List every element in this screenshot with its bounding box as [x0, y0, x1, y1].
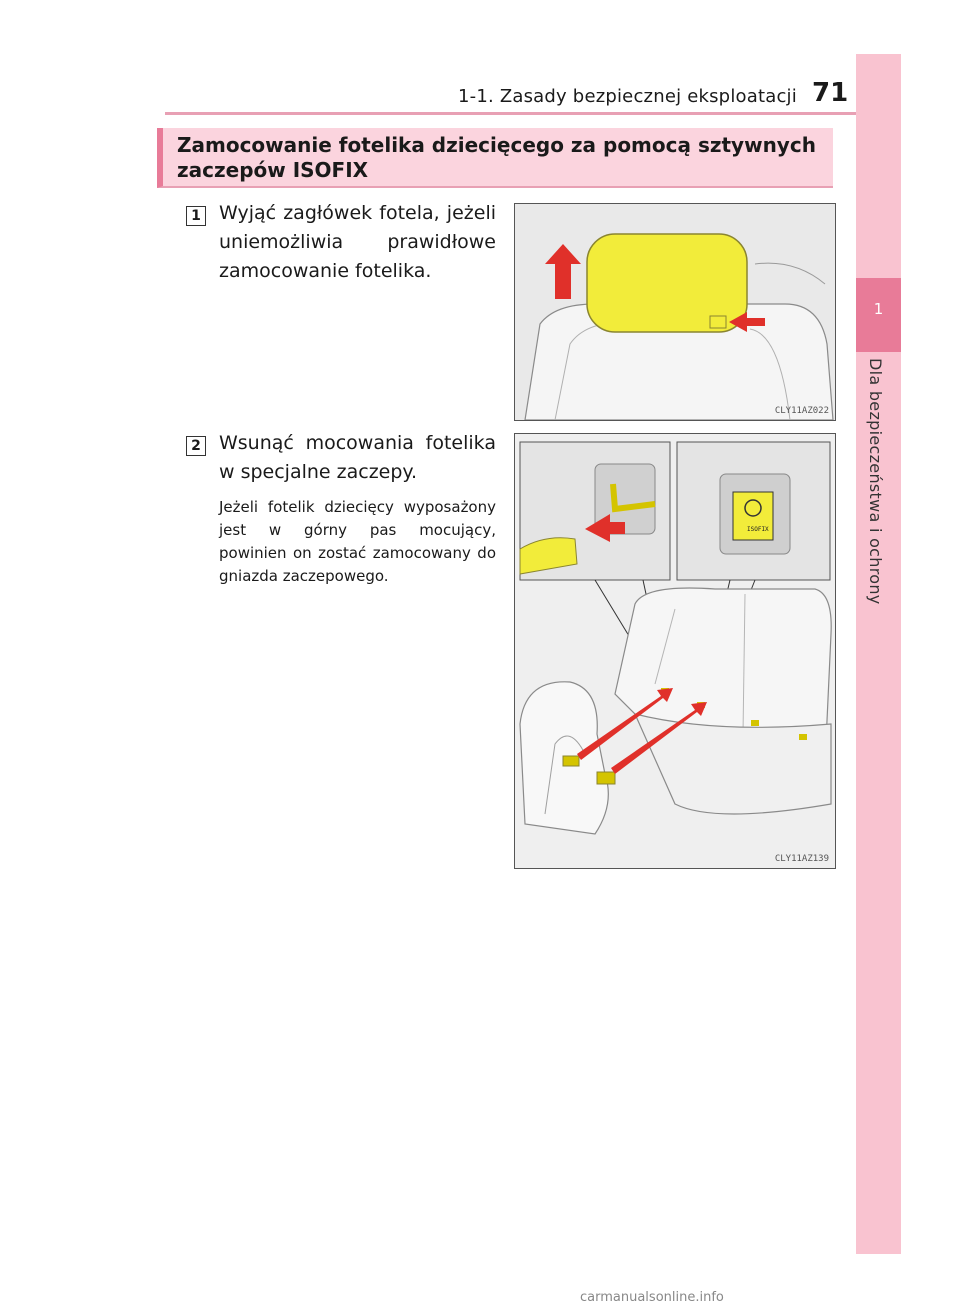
- header-divider: [165, 112, 900, 115]
- section-title: Zamocowanie fotelika dziecięcego za pomo…: [177, 133, 816, 182]
- figure-isofix: ISOFIX CLY11AZ139: [514, 433, 836, 869]
- page-number: 71: [812, 78, 849, 108]
- figure-headrest: CLY11AZ022: [514, 203, 836, 421]
- headrest-illustration: [515, 204, 835, 420]
- watermark: carmanualsonline.info: [580, 1290, 724, 1305]
- step-1-number: 1: [186, 206, 206, 226]
- chapter-label: Dla bezpieczeństwa i ochrony: [866, 358, 885, 605]
- figure-1-code: CLY11AZ022: [774, 406, 829, 416]
- chapter-title: 1-1. Zasady bezpiecznej eksploatacji: [458, 86, 797, 107]
- step-2-text: Wsunąć mocowania fotelika w specjalne za…: [219, 432, 496, 483]
- step-2-note: Jeżeli fotelik dziecięcy wyposażony jest…: [219, 498, 496, 585]
- isofix-tag-label: ISOFIX: [747, 526, 769, 533]
- step-1-text: Wyjąć zagłówek fotela, jeżeli uniemożliw…: [219, 202, 496, 282]
- isofix-illustration: [515, 434, 835, 868]
- chapter-number: 1: [873, 300, 884, 318]
- chapter-side-tab-active: [856, 278, 901, 352]
- step-2-number: 2: [186, 436, 206, 456]
- section-title-box: Zamocowanie fotelika dziecięcego za pomo…: [157, 128, 833, 188]
- chapter-side-tab: [856, 54, 901, 1254]
- figure-2-code: CLY11AZ139: [774, 854, 829, 864]
